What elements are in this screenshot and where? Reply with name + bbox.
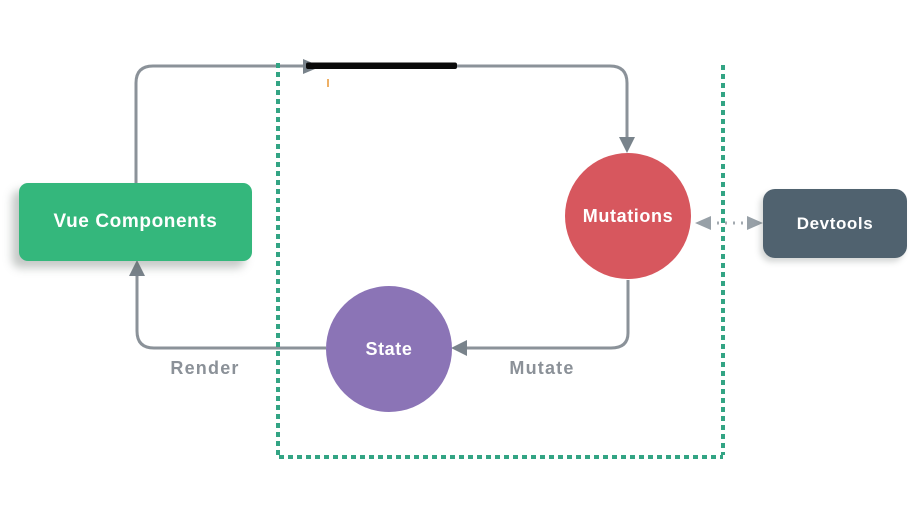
arrowhead-into-mutations — [619, 137, 635, 153]
node-state: State — [326, 286, 452, 412]
node-state-label: State — [365, 338, 413, 359]
arrowhead-into-state — [451, 340, 467, 356]
arrowhead-toward-mutations — [695, 216, 711, 230]
node-vue-components-label: Vue Components — [53, 211, 218, 232]
node-vue-components: Vue Components — [19, 183, 252, 261]
edge-state-to-components — [135, 274, 326, 350]
node-mutations-label: Mutations — [582, 205, 674, 226]
orange-tick-artifact — [327, 79, 329, 87]
vuex-boundary-left — [276, 63, 280, 455]
edge-label-mutate: Mutate — [509, 358, 575, 378]
arrowhead-into-components — [129, 260, 145, 276]
vuex-boundary-right — [721, 65, 725, 455]
edge-label-render: Render — [170, 358, 240, 378]
node-devtools: Devtools — [763, 189, 907, 258]
vuex-boundary-bottom — [279, 455, 723, 459]
arrowhead-toward-devtools — [747, 216, 763, 230]
node-devtools-label: Devtools — [796, 213, 874, 233]
edge-components-to-mutations — [134, 64, 629, 184]
black-marker-bar — [306, 62, 457, 69]
node-mutations: Mutations — [565, 153, 691, 279]
edge-mutations-to-state — [466, 280, 630, 350]
